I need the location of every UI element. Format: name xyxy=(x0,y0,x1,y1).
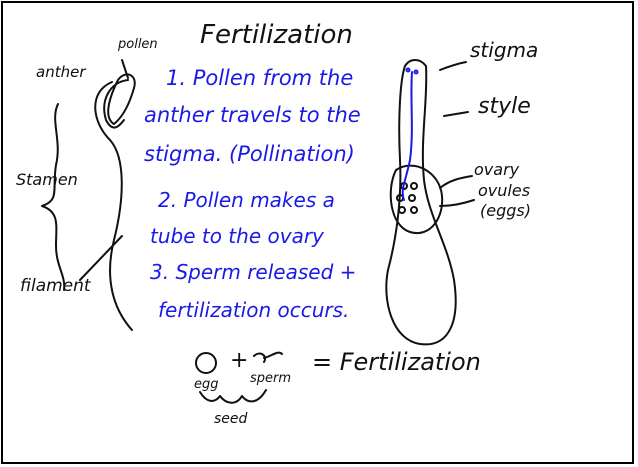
label-stamen: Stamen xyxy=(16,170,78,189)
filament-stem-drawing xyxy=(94,81,133,331)
equation-plus: + xyxy=(230,348,249,373)
label-pollen: pollen xyxy=(118,37,158,52)
step-2-line-2: tube to the ovary xyxy=(150,224,324,248)
ovary-pointer-drawing xyxy=(439,175,473,189)
step-3-line-2: fertilization occurs. xyxy=(158,298,350,322)
step-1-line-1: 1. Pollen from the xyxy=(166,66,354,90)
ovules-pointer-drawing xyxy=(439,199,475,207)
label-filament: filament xyxy=(20,276,91,296)
filament-pointer-drawing xyxy=(79,235,123,281)
label-anther: anther xyxy=(36,63,86,81)
label-ovary: ovary xyxy=(474,160,520,179)
label-stigma: stigma xyxy=(470,38,539,62)
label-ovules: ovules xyxy=(478,181,531,200)
stamen-filament-drawing xyxy=(103,79,129,129)
anther-sac-drawing xyxy=(107,73,136,125)
label-sperm: sperm xyxy=(250,371,292,386)
seed-brace-drawing xyxy=(199,389,267,404)
sperm-drawing xyxy=(253,351,283,363)
label-eggs: (eggs) xyxy=(480,201,531,220)
pollen-tube-drawing xyxy=(401,71,413,201)
stamen-bracket-drawing xyxy=(41,103,66,291)
page-title: Fertilization xyxy=(200,20,353,50)
step-1-line-3: stigma. (Pollination) xyxy=(144,142,355,166)
equation-result: = Fertilization xyxy=(312,348,481,376)
step-2-line-1: 2. Pollen makes a xyxy=(158,188,335,212)
step-1-line-2: anther travels to the xyxy=(144,103,361,127)
egg-drawing xyxy=(195,352,217,374)
step-3-line-1: 3. Sperm released + xyxy=(150,260,357,284)
label-seed: seed xyxy=(214,411,248,427)
pollen-pointer-drawing xyxy=(121,59,129,79)
label-egg: egg xyxy=(194,377,219,392)
stigma-pointer-drawing xyxy=(439,61,467,71)
pistil-outline-drawing xyxy=(385,59,457,346)
label-style: style xyxy=(478,94,531,119)
style-pointer-drawing xyxy=(443,111,469,117)
ovary-chamber-drawing xyxy=(389,164,444,235)
